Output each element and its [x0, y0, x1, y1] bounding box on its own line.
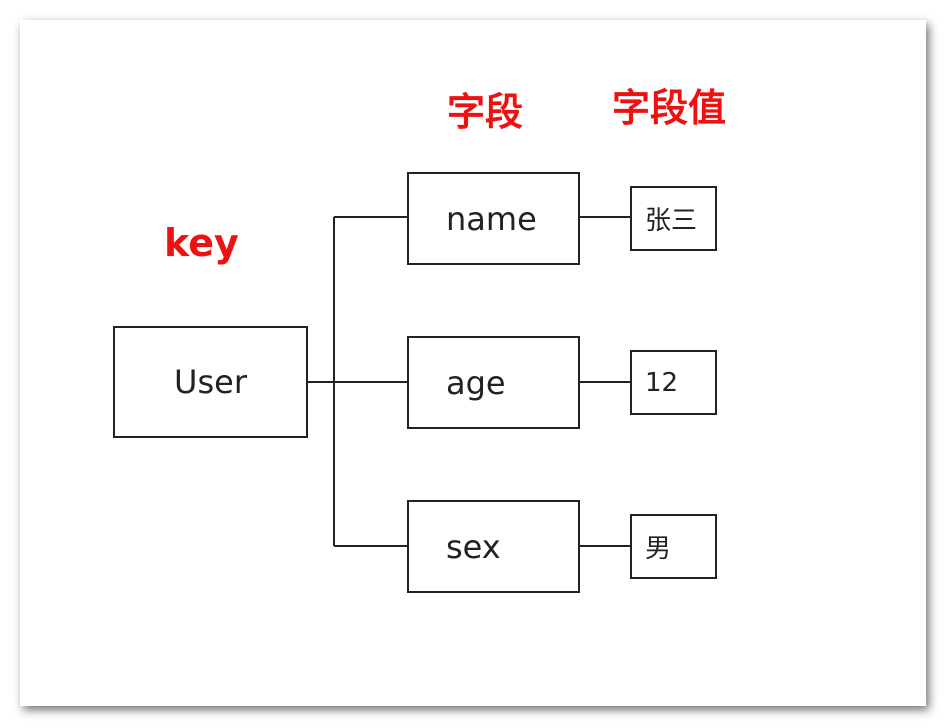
field-box-name: name: [407, 172, 580, 265]
key-box-user: User: [113, 326, 308, 438]
heading-value: 字段值: [612, 86, 727, 130]
value-box-age: 12: [630, 350, 717, 415]
value-box-name: 张三: [630, 186, 717, 251]
field-box-sex: sex: [407, 500, 580, 593]
value-box-sex: 男: [630, 514, 717, 579]
heading-field: 字段: [447, 90, 524, 134]
heading-key: key: [164, 221, 239, 265]
field-box-age: age: [407, 336, 580, 429]
